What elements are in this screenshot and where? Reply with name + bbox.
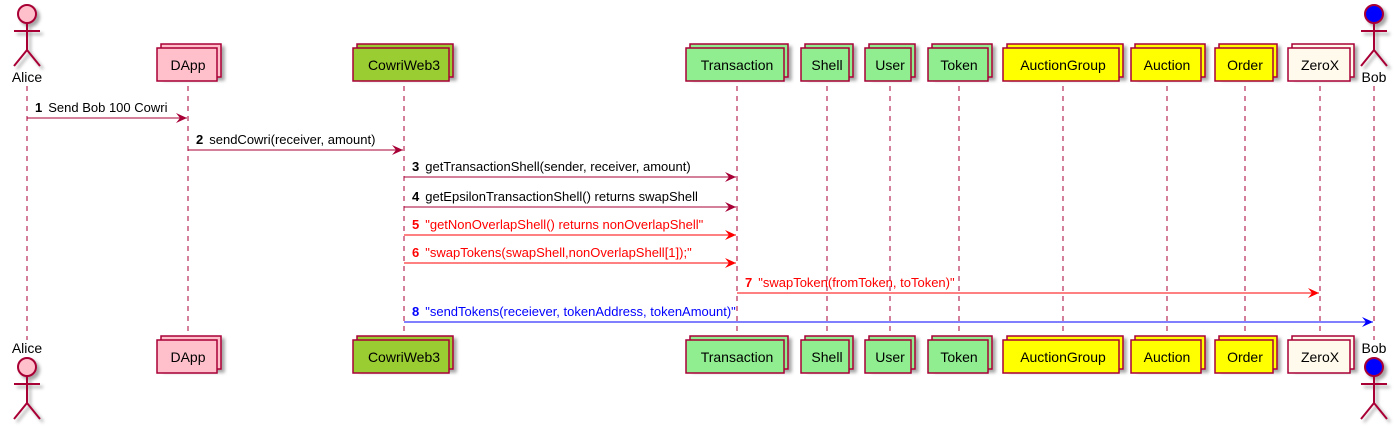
participant-auctiongroup-top: AuctionGroup (1002, 43, 1124, 82)
message-text: Send Bob 100 Cowri (48, 100, 167, 115)
message-label: 3 getTransactionShell(sender, receiver, a… (412, 159, 691, 174)
actor-label: Alice (12, 69, 43, 85)
participant-shell-bottom: Shell (800, 335, 854, 374)
participant-cowriweb3-bottom: CowriWeb3 (352, 335, 454, 374)
participant-user-top: User (864, 43, 916, 82)
participant-transaction-top: Transaction (685, 43, 789, 82)
participant-label: Auction (1144, 57, 1191, 73)
arrowhead-icon (392, 145, 403, 155)
message-label: 5 "getNonOverlapShell() returns nonOverla… (412, 217, 704, 232)
message-number: 6 (412, 245, 419, 260)
participant-label: ZeroX (1301, 57, 1340, 73)
participant-label: ZeroX (1301, 349, 1340, 365)
message-1: 1 Send Bob 100 Cowri (27, 100, 187, 123)
participant-label: User (875, 349, 905, 365)
message-number: 7 (745, 275, 752, 290)
participant-token-bottom: Token (927, 335, 993, 374)
participant-label: Transaction (701, 349, 774, 365)
message-text: "swapToken(fromToken, toToken)" (758, 275, 955, 290)
participant-label: DApp (170, 349, 205, 365)
participant-shell-top: Shell (800, 43, 854, 82)
arrowhead-icon (725, 258, 736, 268)
message-label: 4 getEpsilonTransactionShell() returns sw… (412, 189, 698, 204)
message-label: 2 sendCowri(receiver, amount) (196, 132, 375, 147)
actor-label: Bob (1362, 340, 1387, 356)
message-7: 7 "swapToken(fromToken, toToken)" (737, 275, 1319, 298)
message-4: 4 getEpsilonTransactionShell() returns sw… (404, 189, 736, 212)
participant-label: AuctionGroup (1020, 57, 1106, 73)
participant-zerox-bottom: ZeroX (1287, 335, 1355, 374)
participant-alice-top: Alice (12, 4, 43, 85)
participant-label: Shell (811, 57, 842, 73)
participant-label: AuctionGroup (1020, 349, 1106, 365)
arrowhead-icon (725, 172, 736, 182)
message-5: 5 "getNonOverlapShell() returns nonOverla… (404, 217, 736, 240)
participant-order-top: Order (1214, 43, 1278, 82)
participant-bob-bottom: Bob (1360, 340, 1388, 420)
participant-auction-top: Auction (1130, 43, 1206, 82)
bob-actor-icon (1360, 4, 1388, 67)
message-number: 2 (196, 132, 203, 147)
message-6: 6 "swapTokens(swapShell,nonOverlapShell[1… (404, 245, 736, 268)
actor-label: Bob (1362, 69, 1387, 85)
participant-transaction-bottom: Transaction (685, 335, 789, 374)
arrowhead-icon (725, 230, 736, 240)
bob-actor-icon (1360, 357, 1388, 420)
arrowhead-icon (725, 202, 736, 212)
participant-zerox-top: ZeroX (1287, 43, 1355, 82)
participant-label: Token (940, 349, 977, 365)
message-number: 8 (412, 304, 419, 319)
message-text: "sendTokens(receiever, tokenAddress, tok… (425, 304, 736, 319)
participant-label: Transaction (701, 57, 774, 73)
message-number: 5 (412, 217, 419, 232)
message-text: getTransactionShell(sender, receiver, am… (425, 159, 690, 174)
participant-auction-bottom: Auction (1130, 335, 1206, 374)
alice-actor-icon (13, 4, 41, 67)
message-text: "getNonOverlapShell() returns nonOverlap… (425, 217, 703, 232)
participant-token-top: Token (927, 43, 993, 82)
message-number: 1 (35, 100, 42, 115)
participant-label: CowriWeb3 (368, 57, 440, 73)
message-number: 3 (412, 159, 419, 174)
participant-bob-top: Bob (1360, 4, 1388, 85)
message-3: 3 getTransactionShell(sender, receiver, a… (404, 159, 736, 182)
message-label: 8 "sendTokens(receiever, tokenAddress, to… (412, 304, 736, 319)
participant-dapp-bottom: DApp (156, 335, 222, 374)
message-label: 6 "swapTokens(swapShell,nonOverlapShell[1… (412, 245, 692, 260)
participant-label: CowriWeb3 (368, 349, 440, 365)
participant-auctiongroup-bottom: AuctionGroup (1002, 335, 1124, 374)
arrowhead-icon (1308, 288, 1319, 298)
alice-actor-icon (13, 357, 41, 420)
message-label: 1 Send Bob 100 Cowri (35, 100, 168, 115)
participant-label: Order (1227, 349, 1263, 365)
message-8: 8 "sendTokens(receiever, tokenAddress, to… (404, 304, 1373, 327)
participant-cowriweb3-top: CowriWeb3 (352, 43, 454, 82)
actor-label: Alice (12, 340, 43, 356)
participant-label: DApp (170, 57, 205, 73)
message-text: sendCowri(receiver, amount) (209, 132, 375, 147)
message-label: 7 "swapToken(fromToken, toToken)" (745, 275, 955, 290)
participant-alice-bottom: Alice (12, 340, 43, 420)
participant-label: Order (1227, 57, 1263, 73)
arrowhead-icon (1362, 317, 1373, 327)
participant-order-bottom: Order (1214, 335, 1278, 374)
message-2: 2 sendCowri(receiver, amount) (188, 132, 403, 155)
participant-label: Auction (1144, 349, 1191, 365)
participant-label: Shell (811, 349, 842, 365)
arrowhead-icon (176, 113, 187, 123)
participant-dapp-top: DApp (156, 43, 222, 82)
message-text: "swapTokens(swapShell,nonOverlapShell[1]… (425, 245, 692, 260)
message-text: getEpsilonTransactionShell() returns swa… (425, 189, 698, 204)
participant-label: User (875, 57, 905, 73)
participant-user-bottom: User (864, 335, 916, 374)
message-number: 4 (412, 189, 420, 204)
participant-label: Token (940, 57, 977, 73)
